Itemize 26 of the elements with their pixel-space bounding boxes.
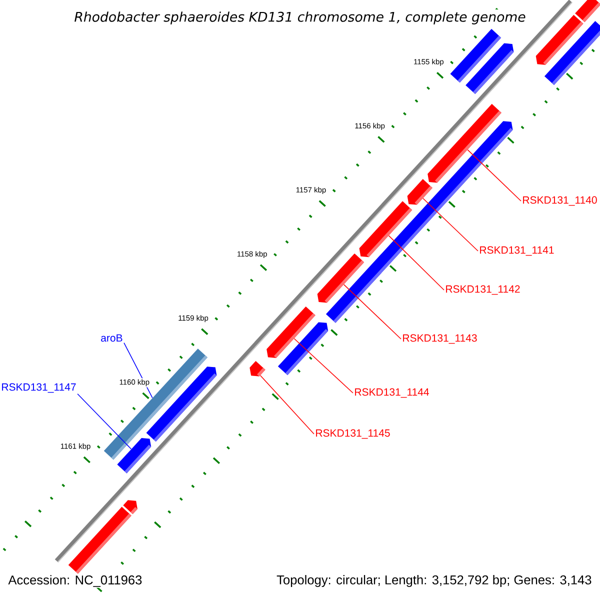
leader-line [467,149,522,202]
gene-feature [250,360,266,376]
gene-feature [278,322,328,376]
gene-feature [117,438,152,474]
leader-line [294,338,354,394]
leader-line [343,284,402,340]
gene-label: RSKD131_1141 [480,246,554,256]
gene-label: aroB [101,334,122,342]
leader-line [388,235,444,290]
gene-feature [575,0,600,22]
gene-label: RSKD131_1143 [403,334,477,344]
gene-label: RSKD131_1142 [446,285,520,295]
gene-label: RSKD131_1140 [523,196,597,206]
gene-label: RSKD131_1145 [316,429,390,439]
gene-feature [450,28,502,83]
gene-label: RSKD131_1144 [355,388,429,398]
gene-feature [407,179,432,205]
leader-line [260,375,314,434]
gene-feature [544,20,600,85]
gene-label: RSKD131_1147 [2,383,76,393]
gene-feature [68,506,132,574]
leader-line [77,394,132,450]
leader-line [422,198,478,252]
footer-text: Topology: circular; Length: 3,152,792 bp; Genes: 3,143 [276,574,593,588]
title: Rhodobacter sphaeroides KD131 chromosome 1, complete genome [72,10,528,26]
footer-text: Accession: NC_011963 [7,574,144,588]
